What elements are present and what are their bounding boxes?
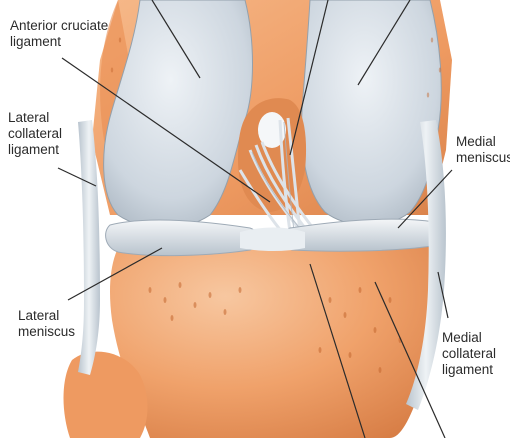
label-line: collateral — [8, 126, 62, 142]
label-line: ligament — [442, 362, 496, 378]
label-line: ligament — [8, 142, 62, 158]
lateral-meniscus-shape — [106, 220, 259, 256]
label-lateral-collateral-ligament: Lateral collateral ligament — [8, 110, 62, 158]
label-line: Anterior cruciate — [10, 18, 108, 34]
label-line: meniscus — [18, 324, 75, 340]
label-line: ligament — [10, 34, 108, 50]
transverse-ligament — [240, 228, 305, 252]
label-line: collateral — [442, 346, 496, 362]
label-line: Lateral — [18, 308, 75, 324]
medial-meniscus-shape — [283, 219, 442, 251]
label-line: meniscus — [456, 150, 510, 166]
label-line: Medial — [442, 330, 496, 346]
label-medial-collateral-ligament: Medial collateral ligament — [442, 330, 496, 378]
label-lateral-meniscus: Lateral meniscus — [18, 308, 75, 340]
tibia — [110, 236, 439, 438]
label-line: Lateral — [8, 110, 62, 126]
label-anterior-cruciate-ligament: Anterior cruciate ligament — [10, 18, 108, 50]
medial-femoral-condyle — [302, 0, 442, 226]
label-line: Medial — [456, 134, 510, 150]
label-medial-meniscus: Medial meniscus — [456, 134, 510, 166]
